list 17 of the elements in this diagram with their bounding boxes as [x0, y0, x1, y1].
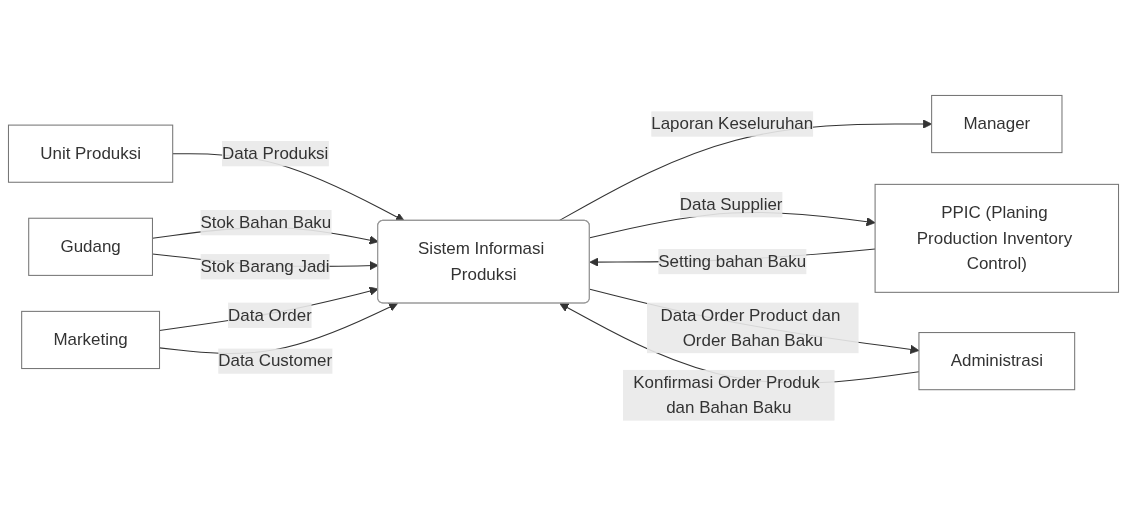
edge-label: Laporan Keseluruhan [651, 114, 814, 133]
node-box: Unit Produksi [7, 125, 174, 184]
node-box: PPIC (Planing Production Inventory Control) [874, 184, 1120, 294]
node-box: Gudang [28, 218, 153, 277]
arrow [159, 303, 398, 355]
edge-label: Data Order Product dan Order Bahan Baku [660, 306, 841, 350]
edge-label: Data Order [228, 306, 312, 325]
edge-label: Stok Bahan Baku [200, 213, 332, 232]
edge-label: Konfirmasi Order Produk dan Bahan Baku [633, 373, 820, 417]
edge-label: Data Supplier [679, 195, 783, 214]
node-box: Administrasi [918, 332, 1076, 391]
node-box: Marketing [21, 311, 161, 370]
edge-label: Stok Barang Jadi [200, 257, 330, 276]
edge-label: Data Produksi [221, 144, 329, 163]
edge-label: Setting bahan Baku [658, 252, 807, 271]
node-box: Manager [931, 95, 1063, 154]
edge-label: Data Customer [218, 352, 333, 371]
